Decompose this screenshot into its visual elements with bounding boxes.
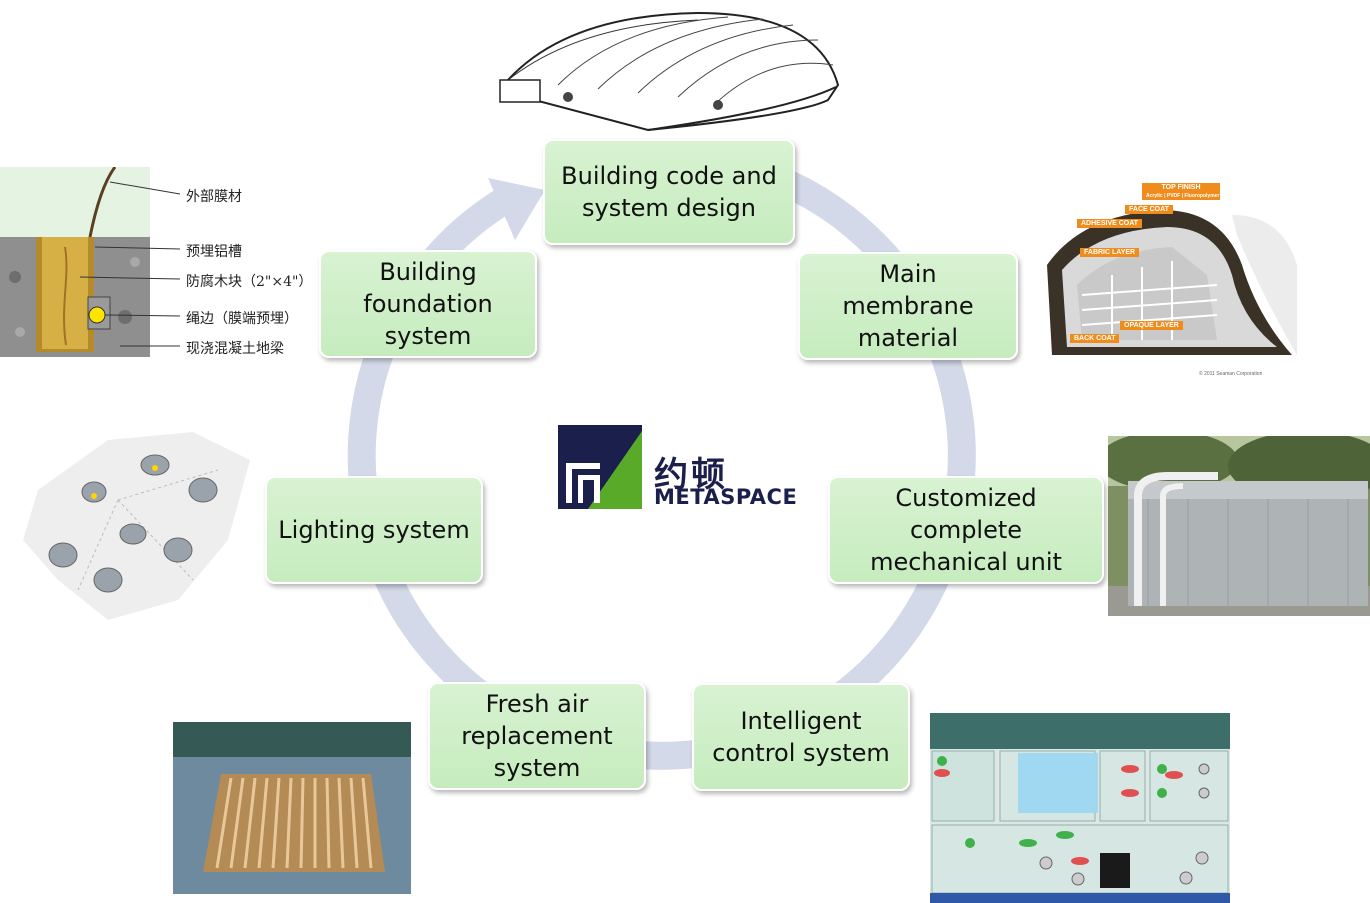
- membrane-cutaway-drawing: [1047, 210, 1297, 355]
- logo-chinese-text: 约顿: [654, 455, 728, 495]
- tag-back-coat: BACK COAT: [1070, 334, 1120, 343]
- cycle-ring: [347, 165, 976, 770]
- tag-opaque-layer: OPAQUE LAYER: [1120, 321, 1183, 330]
- tag-acrylic: Acrylic | PVDF | Fluoropolymer: [1142, 192, 1220, 200]
- label-treated-wood: 防腐木块（2"×4"）: [186, 274, 313, 290]
- node-fresh-air: Fresh air replacement system: [428, 682, 646, 790]
- label-embedded-channel: 预埋铝槽: [186, 244, 242, 260]
- foundation-section-drawing: [0, 167, 150, 357]
- cycle-arrowhead: [488, 178, 545, 240]
- label-rope-edge: 绳边（膜端预埋）: [186, 311, 298, 327]
- control-system-screenshot: [930, 713, 1230, 903]
- tag-top-finish: TOP FINISH: [1142, 183, 1220, 192]
- mechanical-unit-photo: [1108, 436, 1370, 616]
- leader-lines: [79, 181, 181, 347]
- label-concrete-beam: 现浇混凝土地梁: [186, 341, 284, 357]
- logo-english-text: METASPACE: [654, 485, 798, 509]
- label-outer-membrane: 外部膜材: [186, 189, 242, 205]
- membrane-copyright: © 2011 Seaman Corporation: [1199, 371, 1263, 377]
- tag-adhesive-coat: ADHESIVE COAT: [1077, 219, 1143, 228]
- logo-mark-icon: [558, 425, 642, 509]
- node-building-code: Building code and system design: [543, 139, 795, 245]
- air-dome-illustration: [499, 11, 840, 132]
- node-main-membrane: Main membrane material: [798, 252, 1018, 360]
- foundation-detail: 外部膜材 预埋铝槽 防腐木块（2"×4"） 绳边（膜端预埋） 现浇混凝土地梁: [0, 167, 330, 359]
- metaspace-logo: 约顿 METASPACE: [558, 425, 813, 510]
- fresh-air-grille-photo: [173, 722, 411, 894]
- membrane-layers-illustration: TOP FINISH Acrylic | PVDF | Fluoropolyme…: [1042, 175, 1297, 380]
- node-lighting: Lighting system: [265, 476, 483, 584]
- node-intelligent-control: Intelligent control system: [692, 683, 910, 791]
- node-mechanical-unit: Customized complete mechanical unit: [828, 476, 1104, 584]
- tag-fabric-layer: FABRIC LAYER: [1080, 248, 1140, 257]
- node-foundation: Building foundation system: [319, 250, 537, 358]
- tag-face-coat: FACE COAT: [1125, 205, 1173, 214]
- lighting-fixtures-illustration: [23, 432, 250, 620]
